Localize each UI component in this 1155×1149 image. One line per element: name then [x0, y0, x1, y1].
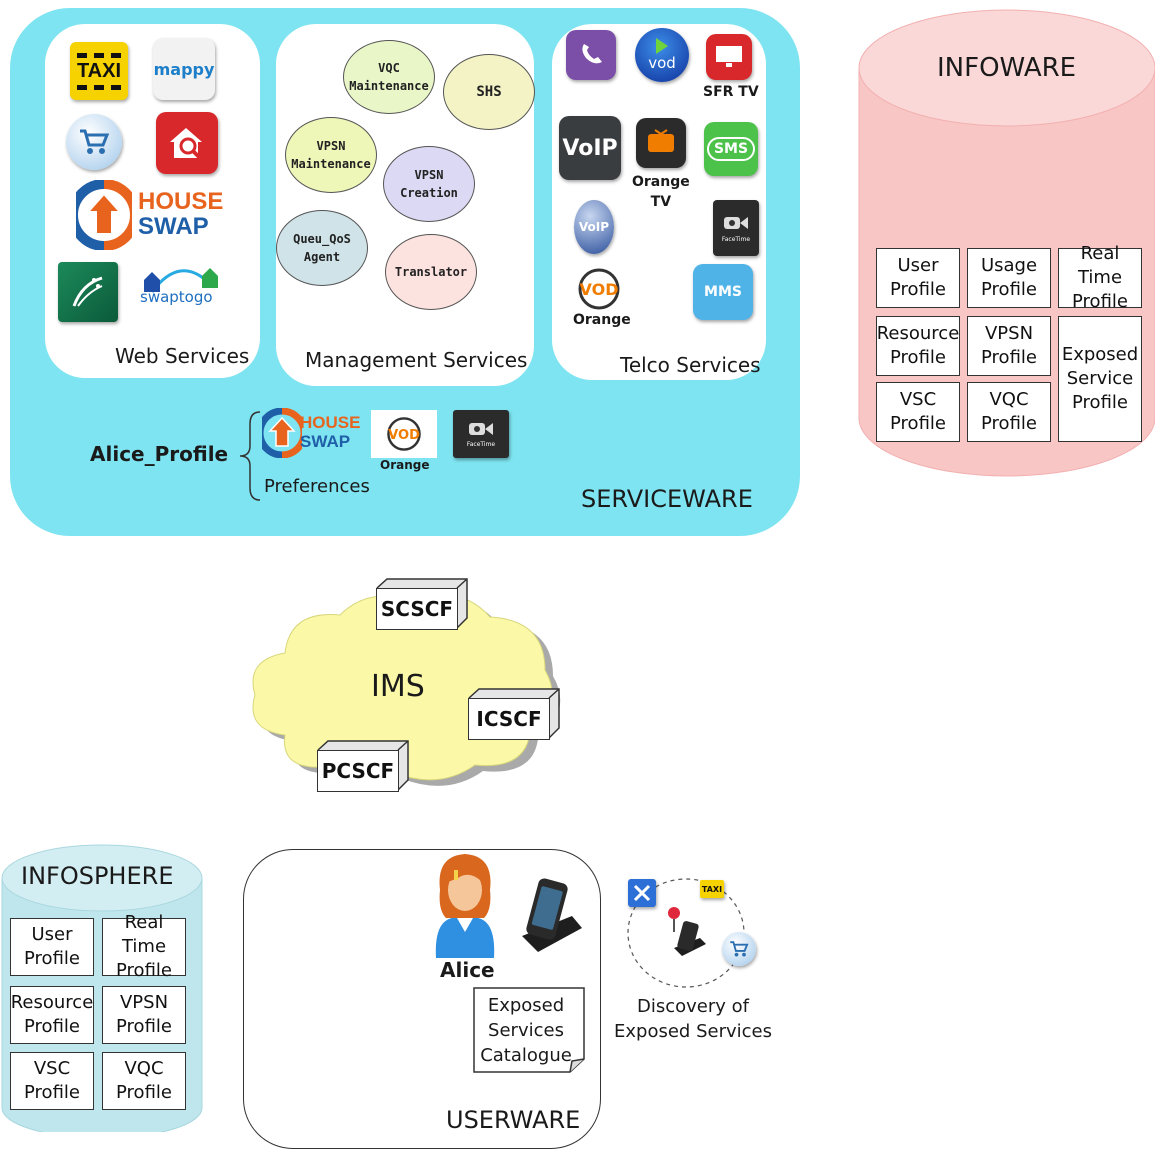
mappy-icon[interactable]: mappy [153, 38, 215, 100]
swaptogo-logo[interactable]: swaptogo [140, 262, 222, 320]
infoware-vsc-profile: VSC Profile [876, 382, 960, 442]
pcscf-node[interactable]: PCSCF [317, 740, 409, 792]
infosphere-vsc-profile: VSC Profile [10, 1052, 94, 1110]
web-services-label: Web Services [115, 344, 250, 368]
mms-icon[interactable]: MMS [693, 264, 753, 320]
house-swap-text-1: HOUSE [138, 188, 224, 215]
scscf-label: SCSCF [376, 588, 458, 630]
sfr-tv-label: SFR TV [703, 84, 759, 100]
svg-text:VOD: VOD [580, 280, 619, 299]
profile-facetime-text: FaceTime [466, 441, 496, 448]
voip-icon[interactable]: VoIP [559, 116, 621, 180]
pcscf-label: PCSCF [317, 750, 399, 792]
orange-tv-label: Orange TV [632, 174, 690, 210]
preferences-label: Preferences [264, 476, 370, 497]
profile-house-swap-icon[interactable] [262, 408, 302, 458]
shopping-cart-icon[interactable] [66, 114, 122, 170]
voip-globe-icon[interactable]: VoIP [574, 200, 614, 254]
location-pin-icon [668, 907, 680, 932]
restaurant-icon[interactable] [628, 879, 656, 907]
house-swap-text-2: SWAP [138, 213, 209, 240]
profile-house-swap-text-2: SWAP [300, 432, 351, 451]
ims-title: IMS [371, 669, 425, 704]
bubble-vqc-maintenance[interactable]: VQC Maintenance [343, 40, 435, 114]
infoware-user-profile: User Profile [876, 248, 960, 308]
swaptogo-text: swaptogo [140, 288, 213, 306]
facetime-icon[interactable]: FaceTime [713, 200, 759, 256]
vod-icon[interactable]: vod [635, 28, 689, 82]
bubble-vpsn-maintenance[interactable]: VPSN Maintenance [285, 117, 377, 193]
alice-profile-label: Alice_Profile [90, 442, 229, 466]
mappy-text: mappy [153, 59, 215, 79]
infosphere-real-time-profile: Real Time Profile [102, 912, 186, 981]
infoware-title: INFOWARE [937, 53, 1077, 83]
vod-orange-icon[interactable]: VOD [557, 258, 641, 320]
sms-text: SMS [706, 137, 756, 161]
orange-tv-icon[interactable] [636, 118, 686, 168]
bubble-shs[interactable]: SHS [443, 54, 535, 130]
serviceware-title: SERVICEWARE [581, 485, 753, 513]
infosphere-vpsn-profile: VPSN Profile [102, 986, 186, 1044]
alice-label: Alice [440, 958, 495, 982]
orange-label: Orange [573, 312, 631, 328]
svg-text:VOD: VOD [388, 428, 420, 443]
house-search-icon[interactable] [156, 112, 218, 174]
infosphere-vqc-profile: VQC Profile [102, 1052, 186, 1110]
telco-services-label: Telco Services [620, 353, 761, 377]
bubble-translator[interactable]: Translator [385, 234, 477, 310]
mms-text: MMS [704, 284, 742, 300]
management-services-label: Management Services [305, 348, 528, 372]
discovery-phone-icon[interactable] [672, 918, 708, 958]
icscf-label: ICSCF [468, 698, 550, 740]
userware-title: USERWARE [446, 1106, 581, 1134]
bnp-bank-icon[interactable] [58, 262, 118, 322]
ims-cloud [252, 595, 561, 787]
infoware-resource-profile: Resource Profile [876, 316, 960, 376]
scscf-node[interactable]: SCSCF [376, 578, 468, 630]
facetime-text: FaceTime [721, 235, 751, 243]
profile-brace [239, 411, 261, 501]
profile-house-swap-text-1: HOUSE [300, 413, 361, 432]
infosphere-resource-profile: Resource Profile [10, 986, 94, 1044]
taxi-text: TAXI [76, 52, 122, 90]
exposed-services-catalogue[interactable]: Exposed Services Catalogue [473, 987, 585, 1073]
discovery-taxi-icon[interactable]: TAXI [700, 880, 724, 898]
profile-vod-icon[interactable]: VOD [371, 410, 437, 458]
infoware-usage-profile: Usage Profile [967, 248, 1051, 308]
discovery-taxi-text: TAXI [701, 884, 723, 894]
sms-icon[interactable]: SMS [704, 122, 758, 176]
discovery-label: Discovery of Exposed Services [614, 996, 772, 1042]
bubble-vpsn-creation[interactable]: VPSN Creation [383, 146, 475, 222]
infoware-real-time-profile: Real Time Profile [1058, 243, 1142, 312]
catalogue-text: Exposed Services Catalogue [480, 995, 572, 1066]
discovery-cart-icon[interactable] [722, 932, 756, 966]
alice-avatar-icon[interactable] [430, 852, 500, 958]
voip-text: VoIP [562, 135, 618, 161]
infoware-exposed-service-profile: Exposed Service Profile [1058, 316, 1142, 442]
icscf-node[interactable]: ICSCF [468, 688, 560, 740]
profile-orange-label: Orange [380, 458, 430, 472]
bubble-queu-qos-agent[interactable]: Queu_QoS Agent [276, 210, 368, 286]
infoware-vqc-profile: VQC Profile [967, 382, 1051, 442]
house-swap-logo[interactable] [76, 180, 132, 250]
smartphone-icon[interactable] [518, 876, 584, 956]
profile-facetime-icon[interactable]: FaceTime [453, 410, 509, 458]
sfr-tv-icon[interactable] [706, 34, 752, 80]
infosphere-user-profile: User Profile [10, 918, 94, 976]
taxi-icon[interactable]: TAXI [70, 42, 128, 100]
infosphere-title: INFOSPHERE [21, 862, 174, 890]
viber-icon[interactable] [566, 30, 616, 80]
vod-text: vod [648, 54, 676, 72]
infoware-vpsn-profile: VPSN Profile [967, 316, 1051, 376]
